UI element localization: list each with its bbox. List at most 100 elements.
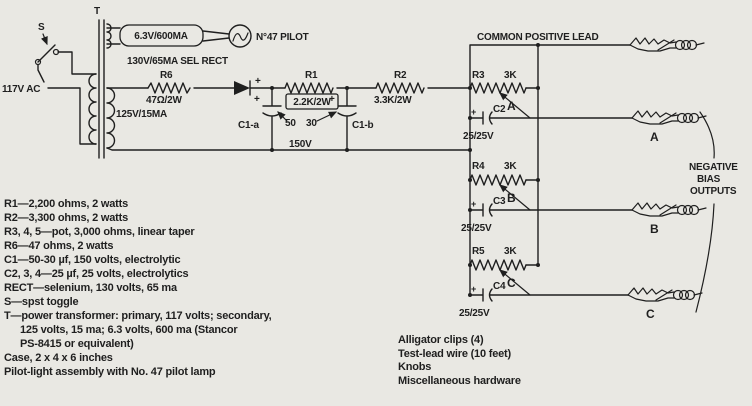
parts-list-line: Pilot-light assembly with No. 47 pilot l… [4, 366, 216, 378]
negative-bias-line2: BIAS [697, 174, 721, 185]
c3-value: 25/25V [461, 223, 492, 234]
capacitor-c1a [262, 87, 282, 151]
c1b-plus: + [329, 94, 335, 105]
c4-name: C4 [493, 281, 506, 292]
switch-blade [37, 44, 56, 63]
output-line-a-cap-c2 [469, 111, 633, 125]
c2-plus: + [471, 107, 476, 117]
secondary-rating-label: 125V/15MA [116, 109, 167, 120]
switch-contact [34, 58, 42, 66]
parts-list-line: C1—50-30 µf, 150 volts, electrolytic [4, 254, 181, 266]
c1b-value-arrow [316, 111, 338, 122]
output-c-label: C [646, 307, 655, 321]
c2-name: C2 [493, 104, 506, 115]
kit-list-line: Knobs [398, 361, 432, 373]
transformer-core [98, 19, 105, 159]
c1a-value-arrow [277, 111, 288, 122]
pilot-wires [106, 27, 230, 45]
bottom-rail [106, 147, 471, 151]
r5-name: R5 [472, 246, 485, 257]
parts-list-line: T—power transformer: primary, 117 volts;… [4, 310, 272, 322]
r1-value-box [285, 93, 339, 110]
kit-list: Alligator clips (4) Test-lead wire (10 f… [398, 334, 521, 388]
input-voltage-label: 117V AC [2, 84, 40, 95]
c1a-label: C1-a [238, 120, 260, 131]
parts-list-line: R3, 4, 5—pot, 3,000 ohms, linear taper [4, 226, 195, 238]
c4-value: 25/25V [459, 308, 490, 319]
junction-dots [270, 43, 540, 297]
kit-list-line: Test-lead wire (10 feet) [398, 347, 511, 360]
rectifier-diode [234, 81, 250, 95]
rectifier-polarity: + [255, 76, 261, 87]
c3-name: C3 [493, 196, 506, 207]
r5-tap-label: C [507, 276, 516, 290]
hv-winding [106, 87, 116, 149]
parts-list-line: PS-8415 or equivalent) [20, 338, 134, 350]
alligator-clip-a [631, 110, 707, 125]
common-positive-label: COMMON POSITIVE LEAD [477, 32, 599, 43]
parts-list-line: 125 volts, 15 ma; 6.3 volts, 600 ma (Sta… [20, 324, 238, 336]
wires [34, 19, 715, 313]
input-lower-lead [47, 87, 97, 145]
output-b-label: B [650, 222, 659, 236]
c1a-value: 50 [285, 118, 296, 129]
wiper-arrow-a [499, 92, 531, 119]
negative-bias-line3: OUTPUTS [690, 186, 737, 197]
filament-rating-box [119, 24, 204, 47]
pilot-filament [232, 32, 249, 42]
r4-name: R4 [472, 161, 485, 172]
c2-value: 25/25V [463, 131, 494, 142]
parts-list-line: Case, 2 x 4 x 6 inches [4, 352, 113, 364]
output-bracket-bottom [695, 203, 715, 313]
alligator-clip-common [629, 37, 705, 52]
parts-list-line: C2, 3, 4—25 µf, 25 volts, electrolytics [4, 268, 189, 280]
parts-list-line: R2—3,300 ohms, 2 watts [4, 212, 128, 224]
output-line-c-cap-c4 [469, 288, 629, 302]
pot-r3 [469, 82, 527, 94]
r4-tap-label: B [507, 191, 516, 205]
r6-name: R6 [160, 70, 173, 81]
switch-pointer-arrow [40, 33, 48, 46]
r6-value: 47Ω/2W [146, 95, 182, 106]
r1-name: R1 [305, 70, 318, 81]
pilot-lamp-icon [228, 24, 252, 48]
r1-value: 2.2K/2W [293, 97, 331, 108]
switch-label: S [38, 22, 45, 33]
output-bracket-top [699, 111, 715, 159]
output-a-label: A [650, 130, 659, 144]
c1-voltage: 150V [289, 139, 312, 150]
parts-list-line: RECT—selenium, 130 volts, 65 ma [4, 282, 177, 294]
kit-list-line: Alligator clips (4) [398, 334, 484, 346]
transformer-label: T [94, 6, 100, 17]
r3-value: 3K [504, 70, 517, 81]
c1b-label: C1-b [352, 120, 374, 131]
resistor-r6 [147, 82, 191, 94]
resistor-r1 [284, 82, 334, 94]
kit-list-line: Miscellaneous hardware [398, 374, 521, 387]
alligator-clip-c [627, 287, 703, 302]
input-upper-lead [37, 64, 45, 83]
pot-r4 [469, 174, 527, 186]
pilot-lamp-label: N°47 PILOT [256, 32, 309, 43]
positive-rails [469, 44, 631, 296]
c1b-value: 30 [306, 118, 317, 129]
parts-list-line: S—spst toggle [4, 296, 79, 308]
alligator-clip-b [631, 202, 707, 217]
pot-r5 [469, 259, 527, 271]
parts-list: R1—2,200 ohms, 2 watts R2—3,300 ohms, 2 … [4, 197, 272, 379]
r5-value: 3K [504, 246, 517, 257]
c1a-plus: + [254, 94, 260, 105]
negative-bias-line1: NEGATIVE [689, 162, 738, 173]
r2-name: R2 [394, 70, 407, 81]
c4-plus: + [471, 284, 476, 294]
resistor-r2 [375, 82, 425, 94]
c3-plus: + [471, 199, 476, 209]
rectifier-label: 130V/65MA SEL RECT [127, 56, 228, 67]
parts-list-line: R6—47 ohms, 2 watts [4, 240, 114, 252]
output-line-b-cap-c3 [469, 203, 633, 217]
r3-name: R3 [472, 70, 485, 81]
switch-to-primary [57, 51, 97, 75]
parts-list-line: R1—2,200 ohms, 2 watts [4, 198, 128, 210]
capacitor-c1b [337, 87, 357, 151]
